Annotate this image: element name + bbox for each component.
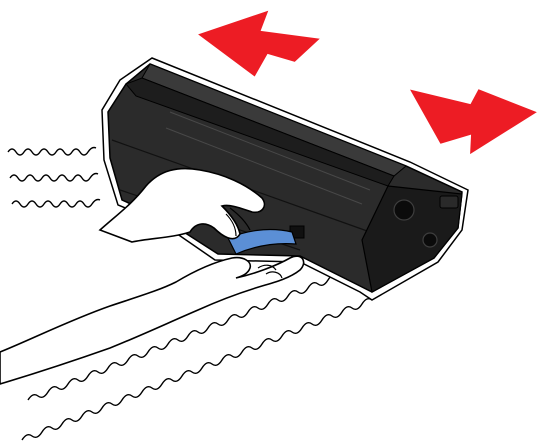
arrow-left-icon	[196, 9, 322, 78]
cartridge-hub-icon	[394, 200, 414, 220]
hand-lower	[0, 256, 304, 384]
motion-lines-upper	[8, 148, 100, 208]
arrow-right-icon	[408, 88, 539, 156]
